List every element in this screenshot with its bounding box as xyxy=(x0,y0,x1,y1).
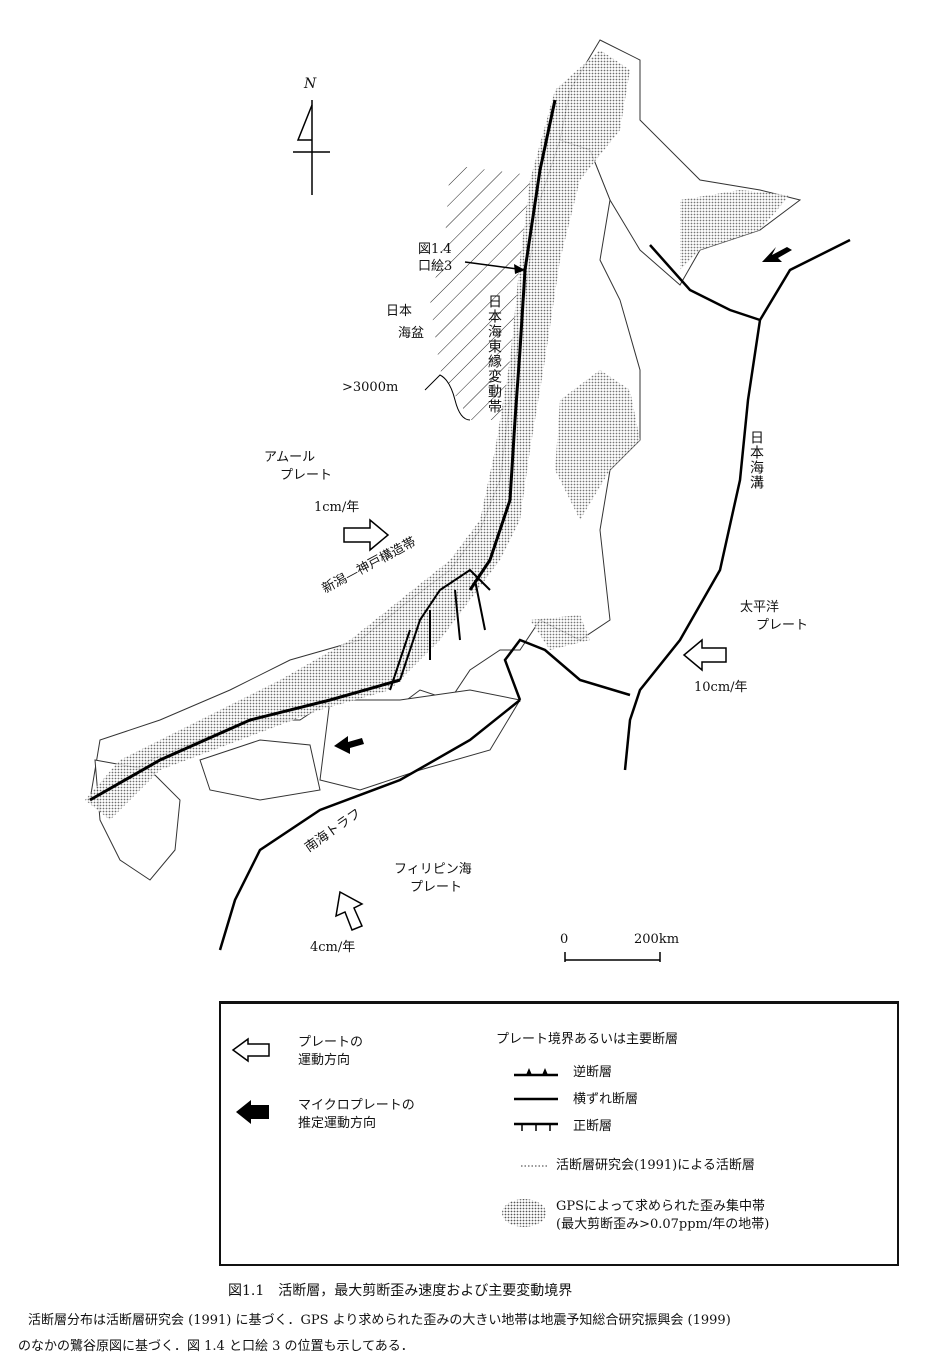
legend-micro-arrow-2: 推定運動方向 xyxy=(298,1116,377,1131)
eastern-margin-label: 日本海東縁変動帯 xyxy=(486,294,502,414)
reverse-fault-symbol-icon xyxy=(514,1068,558,1077)
north-label: N xyxy=(304,76,317,92)
philippine-plate-label-1: フィリピン海 xyxy=(394,862,472,877)
amur-plate-arrow-icon xyxy=(343,518,390,552)
shikoku-landmass xyxy=(199,739,321,801)
kuril-trench xyxy=(649,244,761,322)
legend-reverse: 逆断層 xyxy=(573,1065,613,1080)
amur-plate-label-2: プレート xyxy=(280,468,333,483)
fault-map xyxy=(85,39,851,962)
philippine-rate-label: 4cm/年 xyxy=(310,940,356,955)
pacific-plate-arrow-icon xyxy=(682,638,727,672)
strain-zone-tohoku xyxy=(555,370,640,520)
okhotsk-microplate-arrow-icon xyxy=(762,247,792,262)
strain-zone-kanto xyxy=(530,615,590,650)
kii-landmass xyxy=(319,689,521,791)
japan-trench-label: 日本海溝 xyxy=(748,430,764,490)
active-fault-symbol-icon xyxy=(521,1165,549,1167)
legend-micro-arrow-1: マイクロプレートの xyxy=(298,1098,415,1113)
fig14-label: 図1.4 xyxy=(418,242,452,257)
legend-gps-2: (最大剪断歪み>0.07ppm/年の地帯) xyxy=(556,1217,770,1232)
scale-bar xyxy=(564,952,661,962)
strain-zone-symbol-icon xyxy=(502,1199,546,1227)
amur-rate-label: 1cm/年 xyxy=(314,500,360,515)
north-arrow-icon xyxy=(293,100,330,195)
niigata-kobe-faults xyxy=(389,568,491,691)
caption-line-1: 活断層分布は活断層研究会 (1991) に基づく．GPS より求められた歪みの大… xyxy=(28,1313,731,1328)
pacific-plate-label-1: 太平洋 xyxy=(740,600,780,615)
strain-zone-north xyxy=(85,50,630,820)
legend-strike-slip: 横ずれ断層 xyxy=(573,1092,639,1107)
japan-trench xyxy=(623,238,851,771)
legend-active-faults: 活断層研究会(1991)による活断層 xyxy=(556,1158,755,1173)
sagami-trough xyxy=(503,638,631,701)
legend-plate-arrow-1: プレートの xyxy=(298,1035,364,1050)
legend-normal: 正断層 xyxy=(573,1119,613,1134)
nankai-trough xyxy=(218,699,521,951)
hatched-deformation-zone xyxy=(430,165,530,420)
pacific-plate-label-2: プレート xyxy=(756,618,809,633)
philippine-plate-label-2: プレート xyxy=(410,880,463,895)
pacific-rate-label: 10cm/年 xyxy=(694,680,748,695)
median-tectonic-line xyxy=(89,678,401,802)
amur-microplate-arrow-icon xyxy=(334,736,364,754)
strain-zone-hokkaido xyxy=(680,190,790,270)
solid-arrow-icon xyxy=(236,1100,269,1124)
eastern-margin-thrust xyxy=(468,99,557,591)
legend-gps-1: GPSによって求められた歪み集中帯 xyxy=(556,1199,765,1214)
normal-fault-symbol-icon xyxy=(514,1122,558,1131)
hollow-arrow-icon xyxy=(231,1037,270,1063)
kuchie3-label: 口絵3 xyxy=(418,259,453,274)
amur-plate-label-1: アムール xyxy=(264,450,316,465)
figure-title: 図1.1 活断層，最大剪断歪み速度および主要変動境界 xyxy=(228,1283,573,1299)
japan-basin-label-2: 海盆 xyxy=(398,326,425,341)
scale-max-label: 200km xyxy=(634,932,680,947)
legend: プレートの 運動方向 マイクロプレートの 推定運動方向 プレート境界あるいは主要… xyxy=(219,1001,899,1266)
philippine-plate-arrow-icon xyxy=(335,890,364,931)
scale-zero-label: 0 xyxy=(560,932,569,947)
caption-line-2: のなかの鷺谷原図に基づく．図 1.4 と口絵 3 の位置も示してある． xyxy=(18,1339,414,1354)
legend-plate-arrow-2: 運動方向 xyxy=(298,1053,351,1068)
depth-label: >3000m xyxy=(342,380,399,395)
legend-boundary-title: プレート境界あるいは主要断層 xyxy=(496,1032,679,1047)
japan-basin-label-1: 日本 xyxy=(386,304,413,319)
strike-slip-symbol-icon xyxy=(514,1097,558,1101)
depth-contour xyxy=(424,374,471,421)
